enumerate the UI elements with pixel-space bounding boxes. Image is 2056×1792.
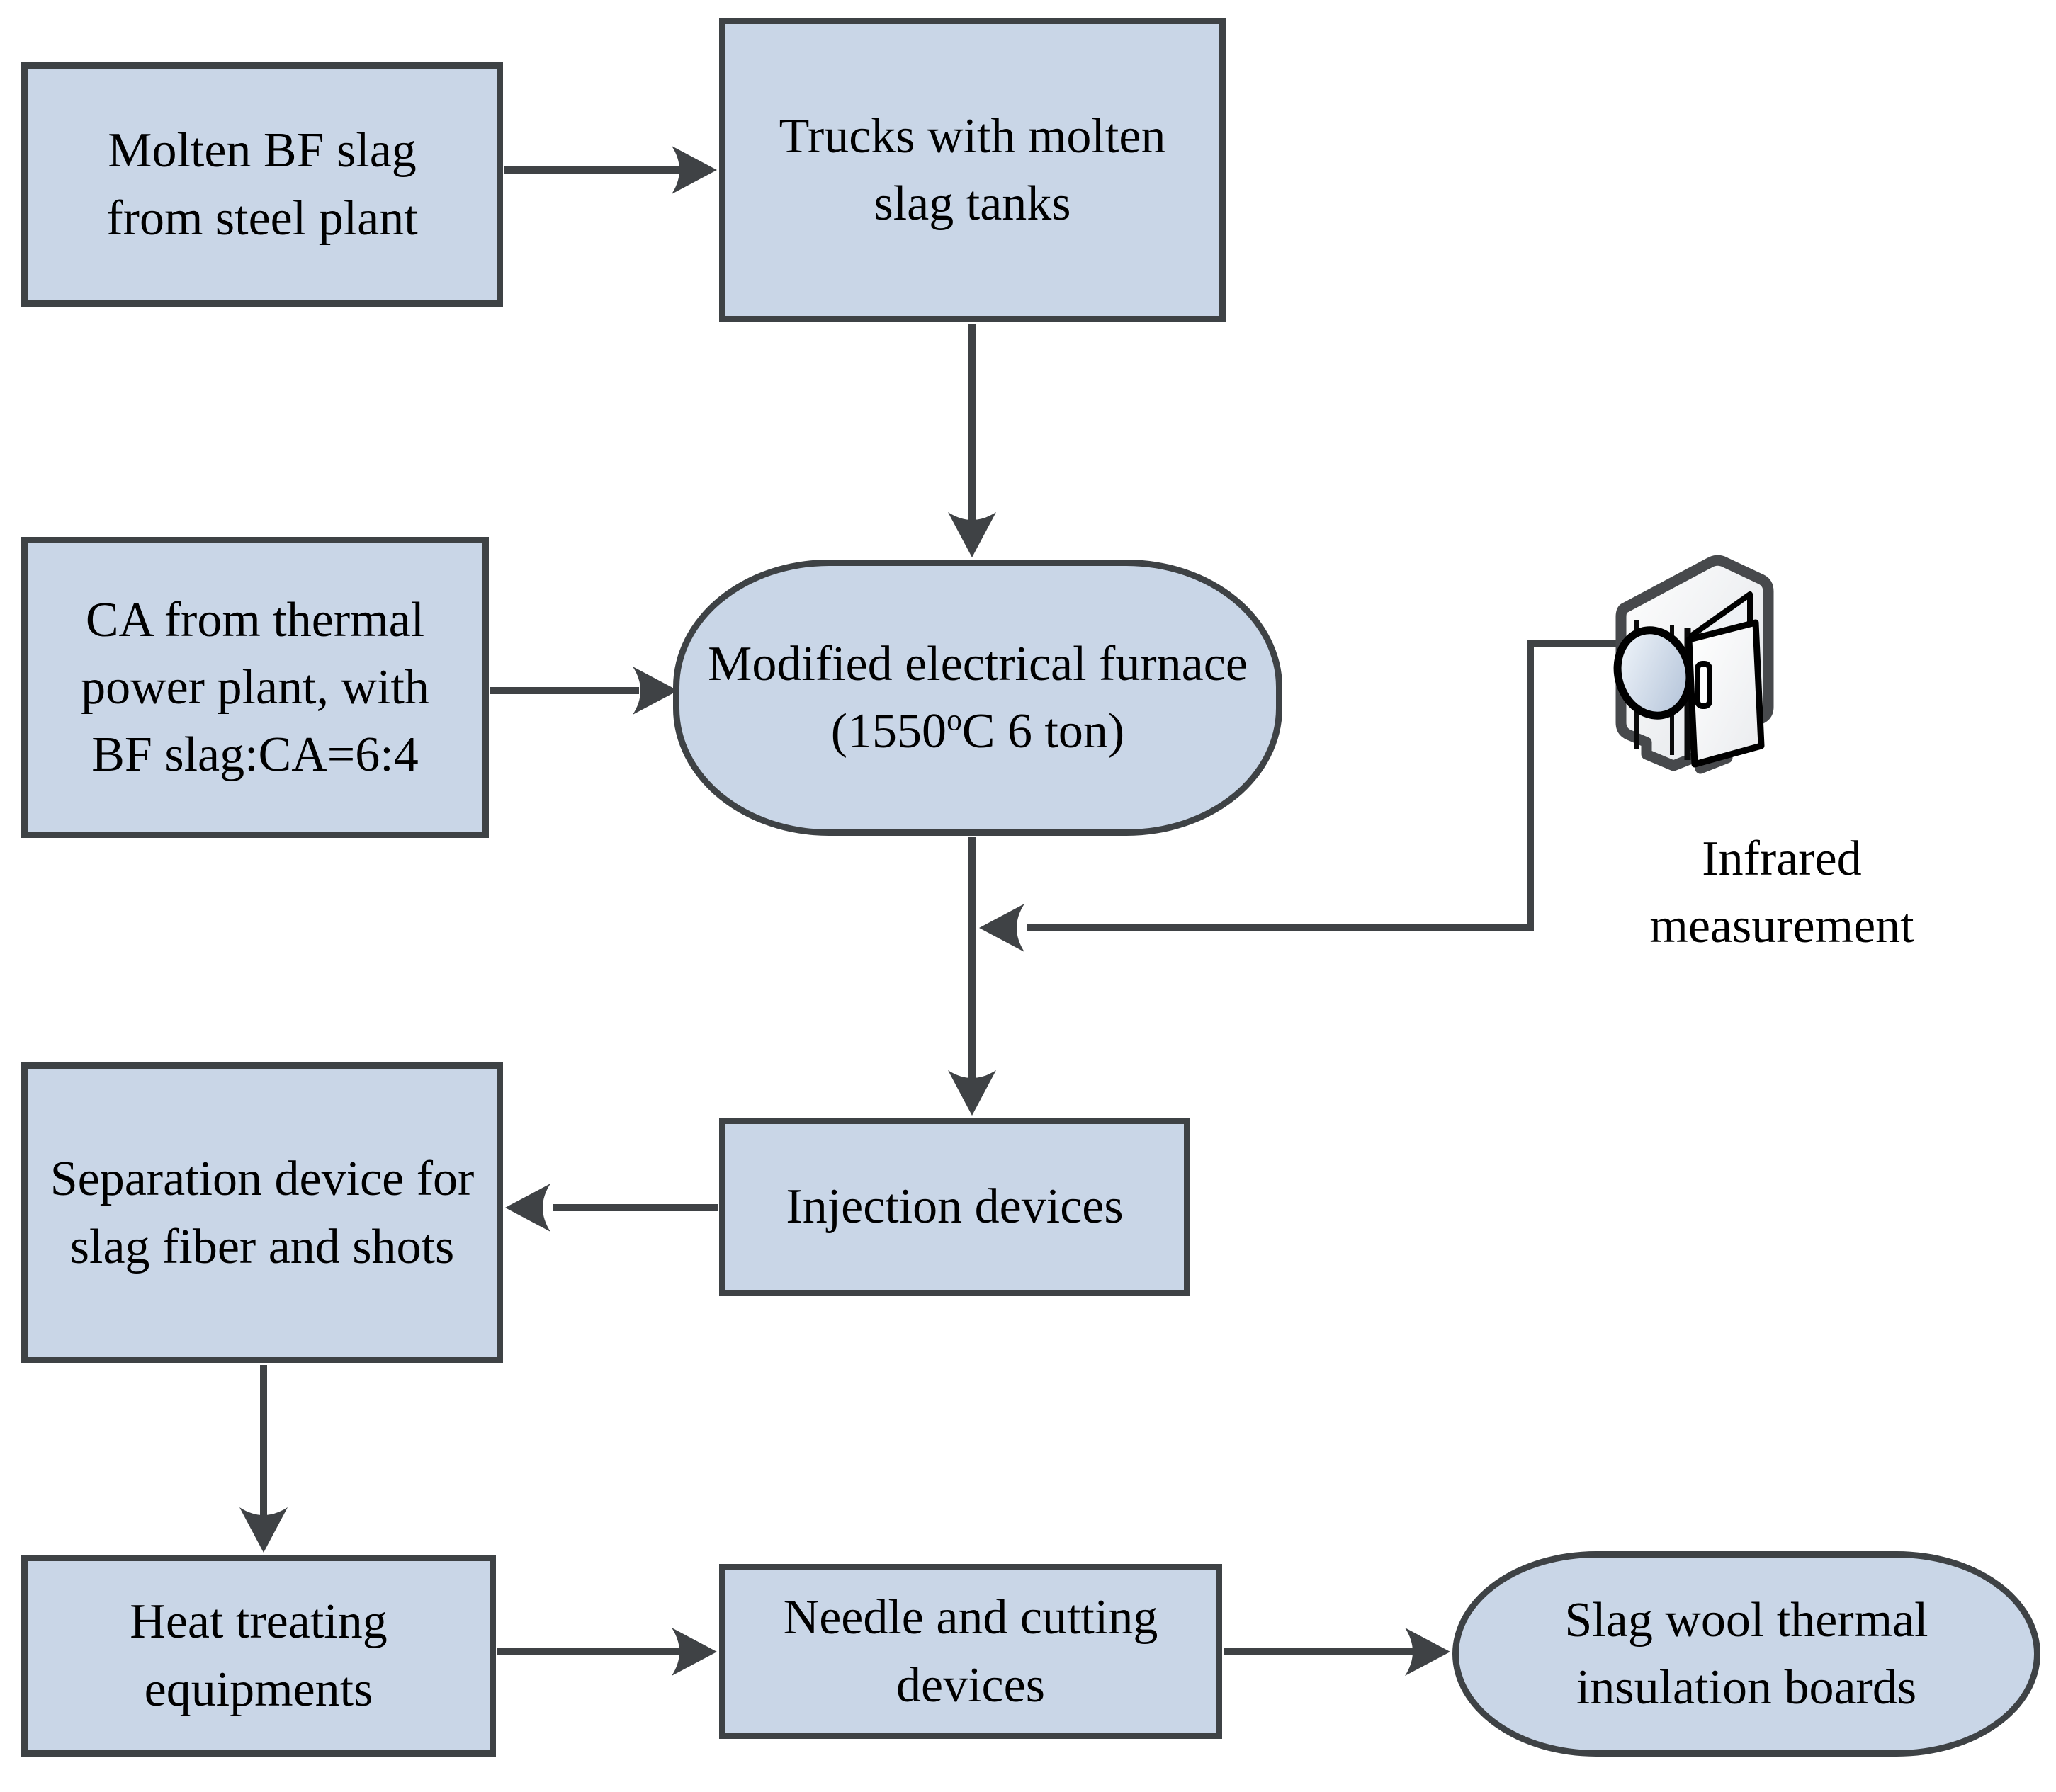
node-trucks: Trucks with molten slag tanks xyxy=(719,18,1226,322)
node-trucks-label: Trucks with molten slag tanks xyxy=(779,108,1166,231)
node-molten-bf-slag-label: Molten BF slag from steel plant xyxy=(106,123,418,246)
node-separation-label: Separation device for slag fiber and sho… xyxy=(50,1152,475,1274)
node-furnace-label: Modified electrical furnace (1550oC 6 to… xyxy=(708,630,1248,765)
arrow-needle-to-slagwool xyxy=(1224,1628,1450,1676)
infrared-measurement-text: Infrared measurement xyxy=(1649,832,1914,954)
node-heat-treating: Heat treating equipments xyxy=(21,1555,496,1757)
node-molten-bf-slag: Molten BF slag from steel plant xyxy=(21,62,503,307)
arrow-molten-to-trucks xyxy=(504,146,717,194)
node-needle-cutting: Needle and cutting devices xyxy=(719,1564,1222,1739)
node-heat-treating-label: Heat treating equipments xyxy=(130,1594,388,1717)
furnace-line2: (1550oC 6 ton) xyxy=(708,698,1248,765)
infrared-camera-icon xyxy=(1613,555,1774,774)
furnace-line2-pre: (1550 xyxy=(830,704,947,759)
arrow-separation-to-heat xyxy=(239,1365,288,1553)
infrared-measurement-caption: Infrared measurement xyxy=(1566,825,1998,960)
arrow-trucks-to-furnace xyxy=(948,324,996,557)
node-slag-wool: Slag wool thermal insulation boards xyxy=(1452,1551,2040,1757)
camera-body xyxy=(1613,555,1774,774)
arrow-infrared-feedback xyxy=(979,640,1619,952)
node-injection: Injection devices xyxy=(719,1118,1190,1296)
arrow-injection-to-separation xyxy=(505,1184,718,1232)
arrow-heat-to-needle xyxy=(497,1628,717,1676)
node-slag-wool-label: Slag wool thermal insulation boards xyxy=(1564,1592,1928,1715)
node-ca-thermal: CA from thermal power plant, with BF sla… xyxy=(21,537,489,838)
furnace-line2-post: C 6 ton) xyxy=(961,704,1125,759)
node-furnace: Modified electrical furnace (1550oC 6 to… xyxy=(673,560,1282,836)
camera-lens xyxy=(1613,626,1694,720)
arrow-furnace-to-injection xyxy=(948,837,996,1116)
node-separation: Separation device for slag fiber and sho… xyxy=(21,1062,503,1363)
node-needle-cutting-label: Needle and cutting devices xyxy=(783,1590,1158,1713)
arrow-ca-to-furnace xyxy=(490,667,678,715)
degree-symbol: o xyxy=(947,703,962,737)
camera-flap xyxy=(1685,619,1765,768)
furnace-line1: Modified electrical furnace xyxy=(708,636,1248,691)
camera-flap-latch xyxy=(1695,661,1712,709)
node-injection-label: Injection devices xyxy=(786,1179,1124,1235)
node-ca-thermal-label: CA from thermal power plant, with BF sla… xyxy=(81,592,429,783)
